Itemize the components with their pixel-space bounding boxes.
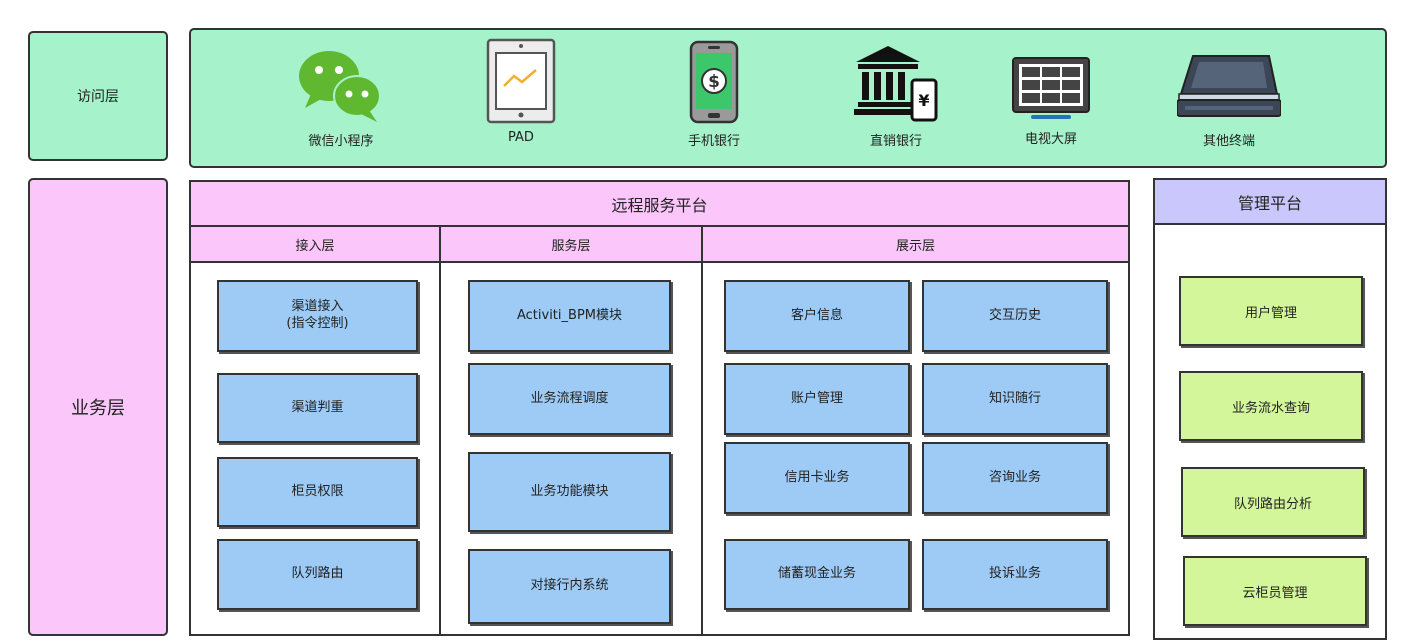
mgmt-cloud-teller-management: 云柜员管理 <box>1183 556 1367 626</box>
module-business-functions: 业务功能模块 <box>468 452 671 532</box>
module-interaction-history: 交互历史 <box>922 280 1108 352</box>
access-item-label: 其他终端 <box>1202 134 1255 149</box>
remote-platform-title: 远程服务平台 <box>191 182 1128 227</box>
module-channel-dedup: 渠道判重 <box>217 373 418 443</box>
access-item-label: 直销银行 <box>869 134 922 149</box>
access-item-wechat: 微信小程序 <box>286 30 396 166</box>
column-divider <box>439 227 441 634</box>
bank-building-icon: ¥ <box>854 30 938 130</box>
svg-text:$: $ <box>708 72 720 92</box>
management-platform-title: 管理平台 <box>1155 180 1385 225</box>
module-channel-access: 渠道接入 (指令控制) <box>217 280 418 352</box>
remote-service-platform: 远程服务平台 接入层 服务层 展示层 渠道接入 (指令控制) 渠道判重 柜员权限… <box>189 180 1130 636</box>
access-layer-panel: 微信小程序 PAD $ 手机银行 <box>189 28 1387 168</box>
service-layer-header: 服务层 <box>441 227 701 263</box>
module-account-management: 账户管理 <box>724 363 910 435</box>
mgmt-queue-routing-analysis: 队列路由分析 <box>1181 467 1365 537</box>
access-item-label: 微信小程序 <box>308 134 374 149</box>
module-consulting: 咨询业务 <box>922 442 1108 514</box>
terminal-device-icon <box>1177 30 1281 130</box>
access-layer-header: 接入层 <box>191 227 439 263</box>
access-item-label: 手机银行 <box>687 134 740 149</box>
mgmt-user-management: 用户管理 <box>1179 276 1363 346</box>
module-internal-systems: 对接行内系统 <box>468 549 671 624</box>
module-activiti-bpm: Activiti_BPM模块 <box>468 280 671 352</box>
access-item-pad: PAD <box>476 30 566 166</box>
tablet-icon <box>486 30 556 130</box>
module-queue-routing: 队列路由 <box>217 539 418 610</box>
module-knowledge: 知识随行 <box>922 363 1108 435</box>
management-platform: 管理平台 用户管理 业务流水查询 队列路由分析 云柜员管理 <box>1153 178 1387 640</box>
access-item-direct-bank: ¥ 直销银行 <box>846 30 946 166</box>
column-divider <box>701 227 703 634</box>
module-teller-permission: 柜员权限 <box>217 457 418 527</box>
wechat-icon <box>293 30 389 130</box>
module-credit-card: 信用卡业务 <box>724 442 910 514</box>
access-item-label: 电视大屏 <box>1024 132 1077 147</box>
tv-screen-icon <box>1011 30 1091 128</box>
access-item-other-terminal: 其他终端 <box>1169 30 1289 166</box>
mgmt-transaction-query: 业务流水查询 <box>1179 371 1363 441</box>
display-layer-header: 展示层 <box>703 227 1128 263</box>
access-layer-label: 访问层 <box>28 31 168 161</box>
module-savings-cash: 储蓄现金业务 <box>724 539 910 610</box>
business-layer-label: 业务层 <box>28 178 168 636</box>
access-item-tv-screen: 电视大屏 <box>1001 30 1101 150</box>
module-customer-info: 客户信息 <box>724 280 910 352</box>
svg-text:¥: ¥ <box>918 91 929 110</box>
module-process-scheduling: 业务流程调度 <box>468 363 671 435</box>
access-item-mobile-bank: $ 手机银行 <box>669 30 759 166</box>
module-complaints: 投诉业务 <box>922 539 1108 610</box>
mobile-bank-icon: $ <box>689 30 739 130</box>
access-item-label: PAD <box>508 130 534 145</box>
